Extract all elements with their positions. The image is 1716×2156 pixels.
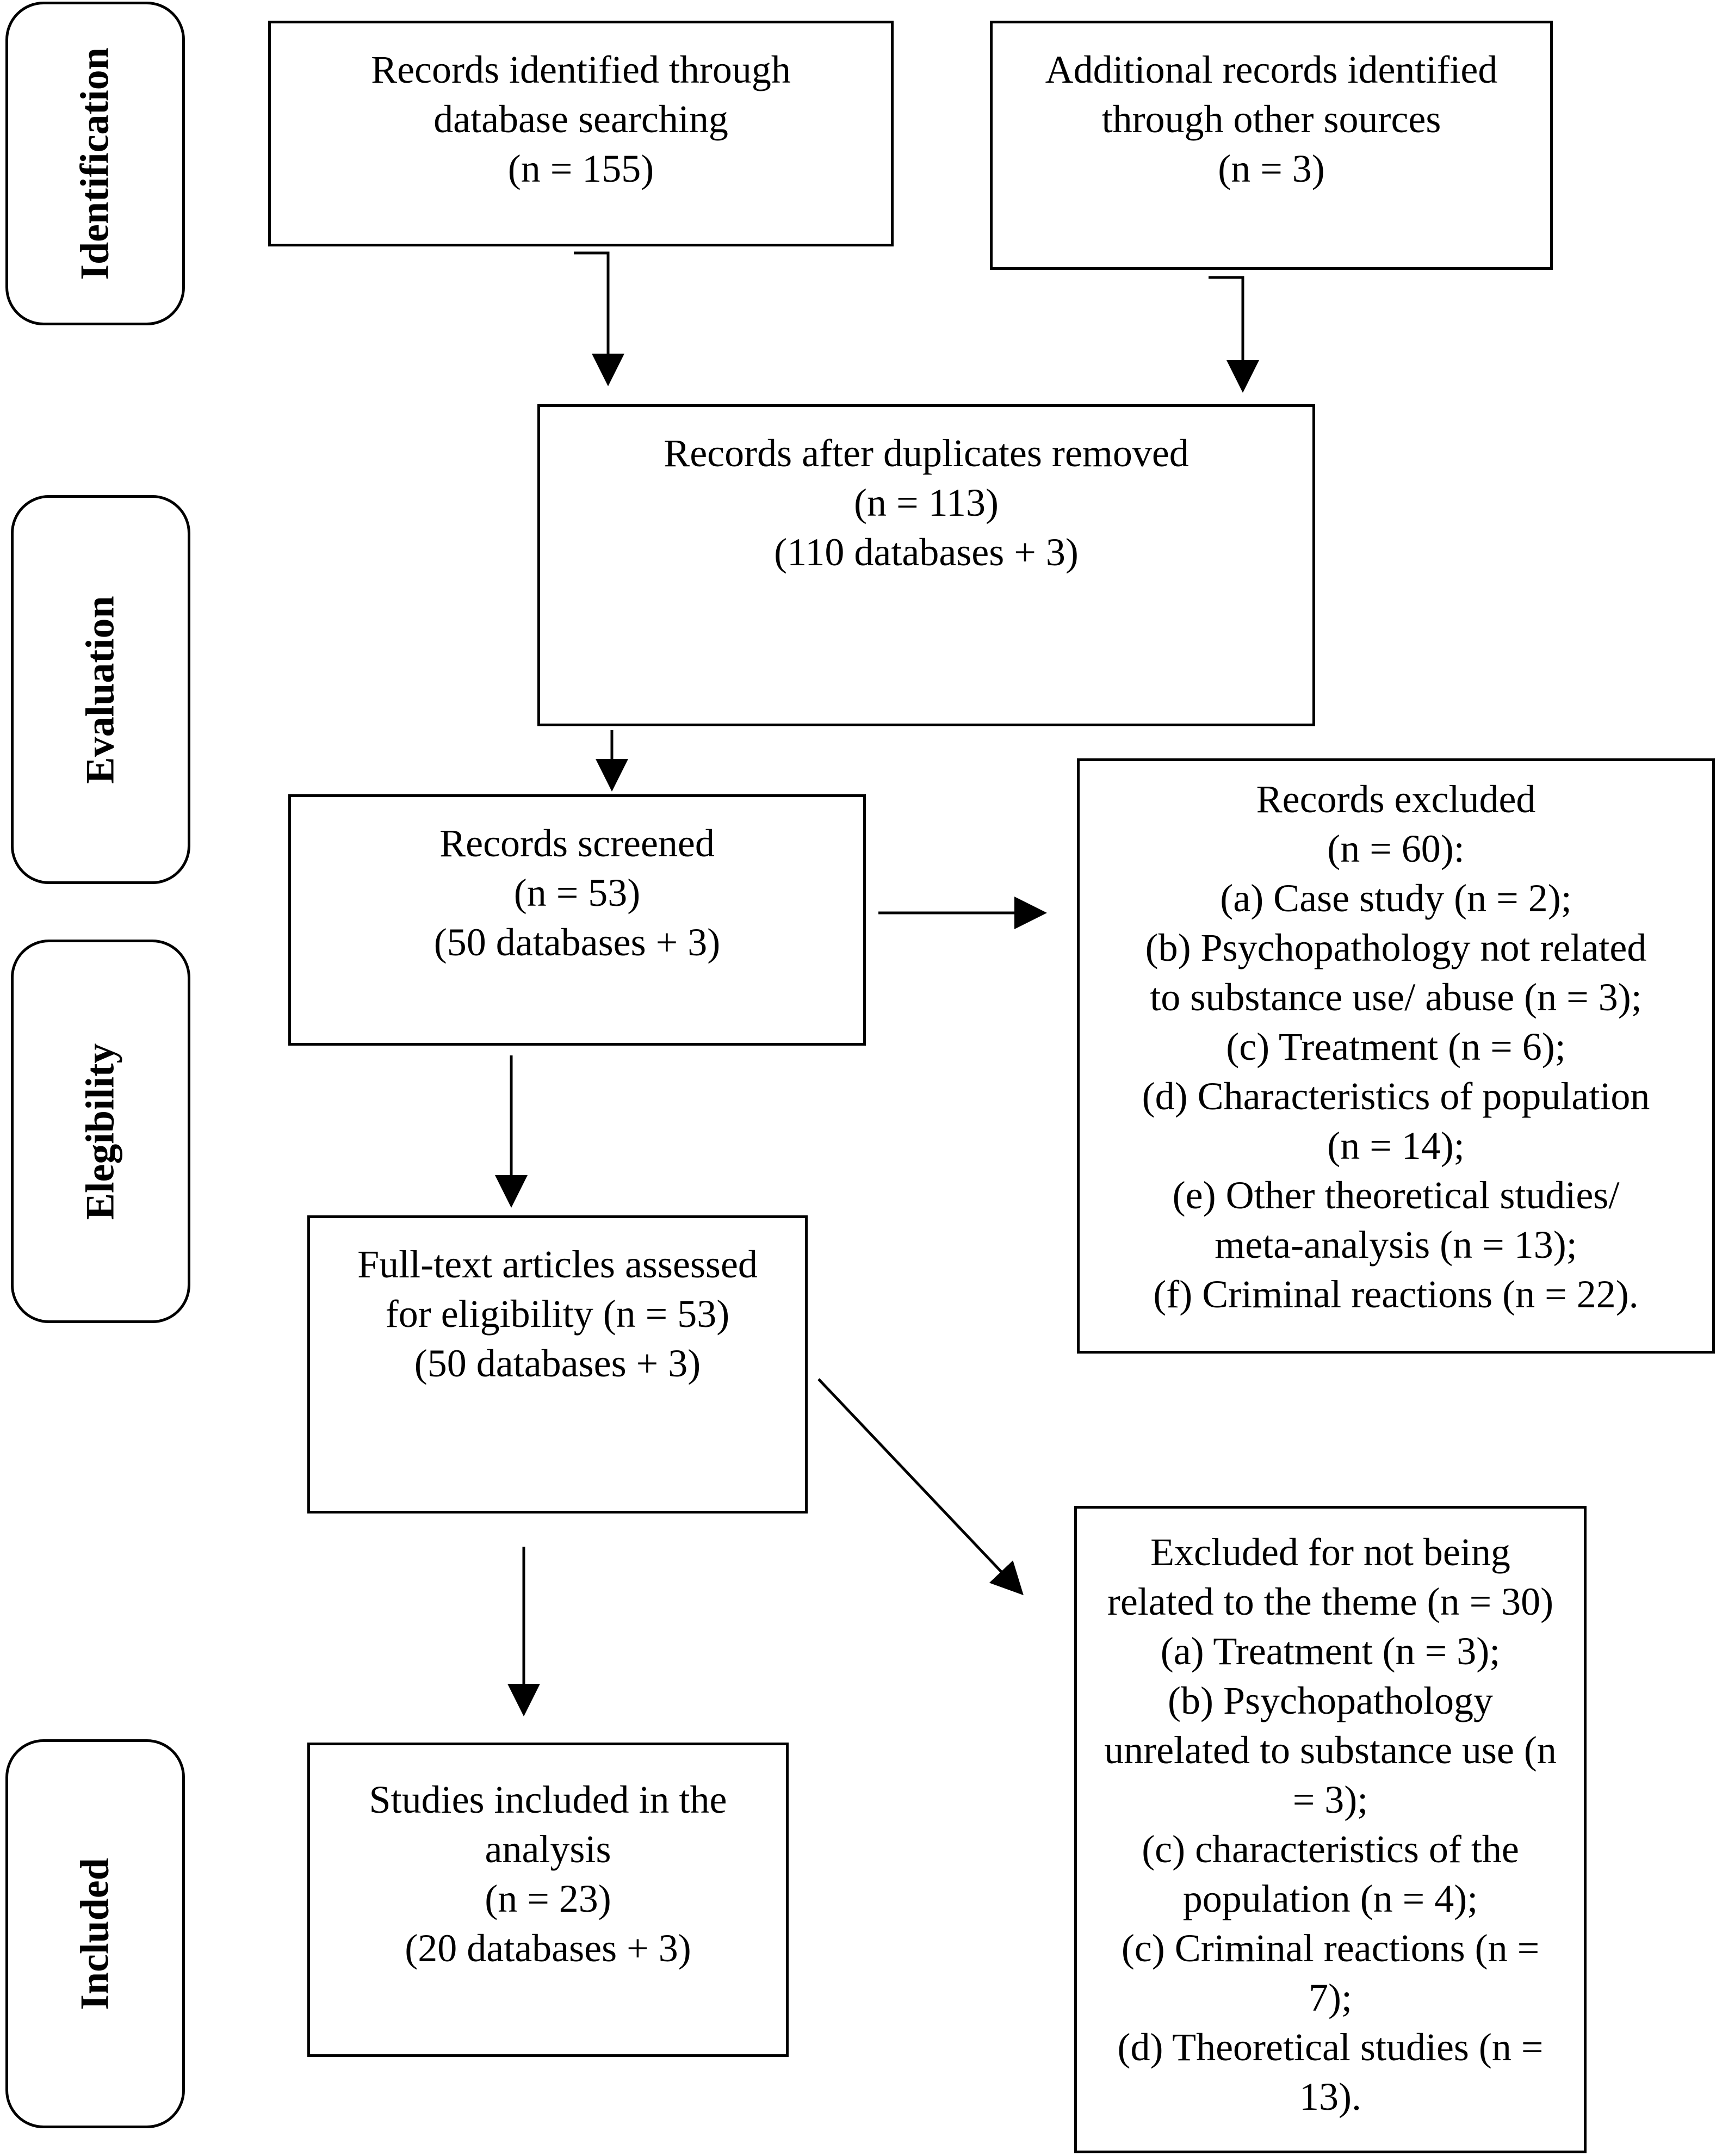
arrow-fulltext-to-excluded-theme — [817, 1378, 1024, 1596]
box-line: (n = 113) — [854, 481, 999, 524]
box-line: (n = 23) — [485, 1877, 611, 1920]
box-line: (n = 60): — [1327, 827, 1465, 870]
box-line: meta-analysis (n = 13); — [1215, 1223, 1577, 1267]
box-line: 13). — [1299, 2075, 1361, 2118]
box-line: Records after duplicates removed — [664, 431, 1189, 475]
box-line: (c) characteristics of the — [1142, 1827, 1519, 1871]
phase-included: Included — [5, 1739, 185, 2128]
box-records-identified: Records identified through database sear… — [268, 21, 894, 246]
box-line: population (n = 4); — [1182, 1877, 1478, 1920]
box-studies-included: Studies included in the analysis (n = 23… — [307, 1743, 789, 2057]
box-line: through other sources — [1101, 97, 1441, 141]
box-line: (f) Criminal reactions (n = 22). — [1153, 1272, 1639, 1316]
box-line: (n = 14); — [1327, 1124, 1465, 1167]
box-duplicates-removed: Records after duplicates removed (n = 11… — [537, 404, 1315, 726]
box-line: (n = 3) — [1218, 147, 1325, 190]
box-line: (n = 53) — [513, 871, 641, 915]
box-line: (a) Treatment (n = 3); — [1160, 1629, 1501, 1673]
box-line: to substance use/ abuse (n = 3); — [1150, 975, 1642, 1019]
box-line: analysis — [485, 1827, 611, 1871]
box-line: (c) Criminal reactions (n = — [1121, 1926, 1540, 1970]
phase-evaluation: Evaluation — [11, 495, 190, 884]
arrow-additional-to-duplicates — [1209, 276, 1259, 393]
box-records-screened: Records screened (n = 53) (50 databases … — [288, 794, 866, 1046]
box-line: database searching — [433, 97, 728, 141]
box-records-excluded: Records excluded (n = 60): (a) Case stud… — [1077, 758, 1715, 1354]
box-line: Studies included in the — [369, 1778, 727, 1821]
box-line: for eligibility (n = 53) — [385, 1292, 730, 1336]
box-line: Additional records identified — [1045, 48, 1498, 91]
box-line: (b) Psychopathology not related — [1145, 926, 1647, 969]
box-line: 7); — [1309, 1976, 1352, 2019]
box-line: related to the theme (n = 30) — [1107, 1580, 1554, 1623]
box-line: (d) Characteristics of population — [1142, 1074, 1650, 1118]
box-line: Records identified through — [371, 48, 791, 91]
box-line: (n = 155) — [507, 147, 654, 190]
box-line: Records screened — [439, 821, 715, 865]
box-line: unrelated to substance use (n — [1104, 1728, 1557, 1772]
box-line: (b) Psychopathology — [1168, 1679, 1493, 1722]
box-line: = 3); — [1292, 1778, 1368, 1821]
arrow-identified-to-duplicates — [574, 251, 624, 386]
box-line: (e) Other theoretical studies/ — [1172, 1173, 1620, 1217]
box-additional-records: Additional records identified through ot… — [990, 21, 1553, 270]
phase-identification: Identification — [5, 2, 185, 325]
box-excluded-theme: Excluded for not being related to the th… — [1074, 1506, 1587, 2153]
box-line: (d) Theoretical studies (n = — [1117, 2025, 1544, 2069]
box-line: (c) Treatment (n = 6); — [1226, 1025, 1566, 1068]
box-line: (20 databases + 3) — [405, 1926, 691, 1970]
box-line: (a) Case study (n = 2); — [1220, 876, 1572, 920]
box-line: (110 databases + 3) — [774, 530, 1079, 574]
box-line: Full-text articles assessed — [357, 1243, 758, 1286]
box-line: (50 databases + 3) — [433, 921, 721, 964]
box-line: Excluded for not being — [1150, 1530, 1510, 1574]
box-full-text-assessed: Full-text articles assessed for eligibil… — [307, 1215, 808, 1513]
phase-eligibility: Elegibility — [11, 940, 190, 1323]
box-line: (50 databases + 3) — [414, 1342, 701, 1385]
box-line: Records excluded — [1256, 777, 1536, 821]
